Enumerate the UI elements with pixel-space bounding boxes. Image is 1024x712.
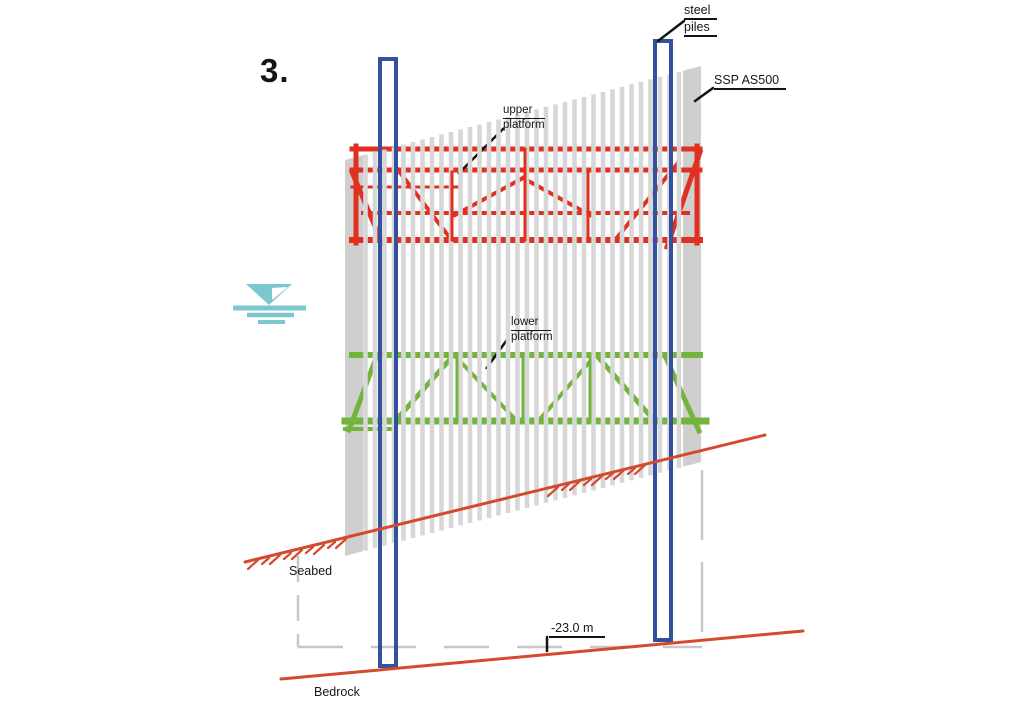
sheet-pile-wall-stripes xyxy=(363,71,682,551)
lower-platform-label-line1: lower xyxy=(511,316,552,331)
black-callout-marks xyxy=(545,19,715,653)
steel-pile-left xyxy=(378,57,398,668)
ssp-leader-line xyxy=(693,86,715,103)
lower-platform-label-line2: platform xyxy=(511,330,553,343)
steel-piles-label-line1: steel xyxy=(684,3,718,20)
sheet-pile-wall-faces xyxy=(345,66,701,557)
bedrock-line xyxy=(279,629,805,681)
upper-platform-callout: upper platform xyxy=(503,104,546,133)
upper-platform-label-line1: upper xyxy=(503,104,546,119)
figure-number: 3. xyxy=(260,52,290,89)
upper-platform-label-line2: platform xyxy=(503,118,545,131)
steel-pile-right xyxy=(653,39,673,642)
water-level-triangle xyxy=(246,284,292,305)
steel-piles-callout: steel piles xyxy=(684,3,718,37)
steel-piles-label-line2: piles xyxy=(684,20,717,37)
seabed-hatch-marks xyxy=(246,463,647,571)
seabed-line xyxy=(243,433,767,564)
upper-platform-verticals xyxy=(450,147,590,242)
platform-callout-leaders xyxy=(457,127,511,370)
sheet-pile-spec-label: SSP AS500 xyxy=(714,73,787,90)
water-level-lines xyxy=(233,305,306,324)
depth-mark-label: -23.0 m xyxy=(549,621,606,638)
seabed-label: Seabed xyxy=(289,564,333,578)
lower-platform-callout: lower platform xyxy=(511,316,553,345)
water-level-icon xyxy=(233,284,306,324)
bedrock-label: Bedrock xyxy=(314,685,360,699)
steel-piles xyxy=(378,39,673,668)
lower-platform-verticals xyxy=(455,353,592,423)
steel-piles-leader-line xyxy=(656,19,686,43)
water-level-triangle-notch xyxy=(272,287,288,300)
ground-lines xyxy=(243,433,805,681)
